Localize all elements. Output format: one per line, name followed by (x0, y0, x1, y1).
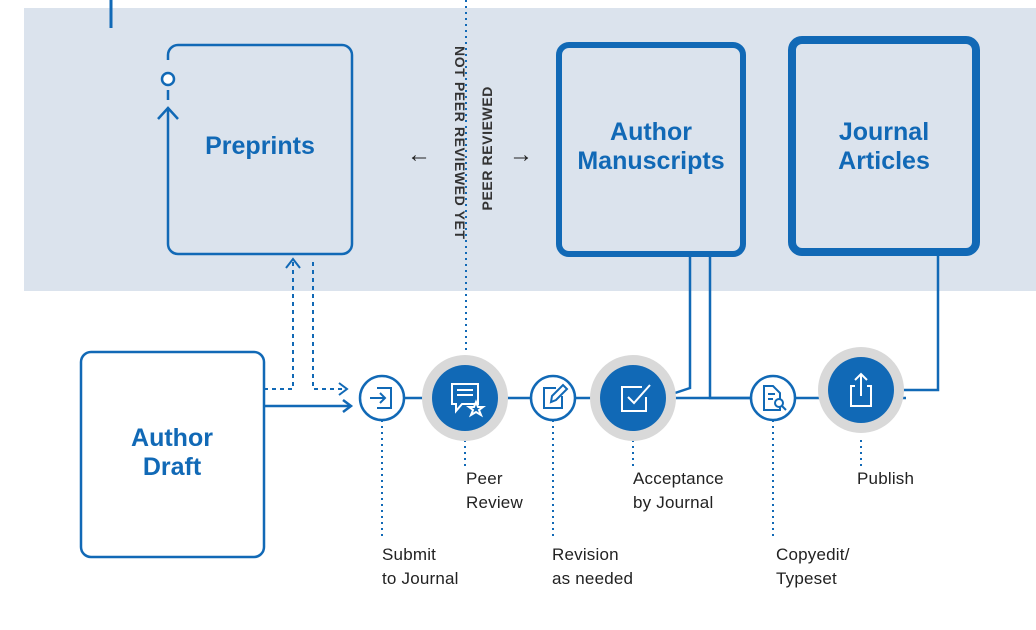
document-search-icon (763, 385, 787, 411)
publish-to-articles-line (898, 252, 940, 392)
publish-caption: Publish (857, 469, 915, 488)
copyedit-step-node (749, 374, 797, 422)
peer-review-caption: Peer Review (466, 469, 523, 512)
author-draft-title: Author Draft (131, 424, 213, 481)
revision-caption: Revision as needed (552, 545, 634, 588)
left-arrow-icon: ← (407, 141, 431, 168)
repository-band (24, 8, 1036, 291)
copyedit-caption: Copyedit/ Typeset (776, 545, 850, 588)
author-draft-box (79, 350, 266, 559)
edit-pencil-icon (543, 383, 569, 409)
peer-reviewed-label: PEER REVIEWED (479, 86, 495, 211)
not-peer-reviewed-label: NOT PEER REVIEWED YET (452, 46, 468, 240)
journal-articles-box (788, 36, 980, 256)
draft-to-preprints-path-1 (264, 262, 294, 390)
manuscripts-to-copyedit-line (708, 254, 752, 400)
acceptance-caption: Acceptance by Journal (633, 469, 724, 512)
preprints-to-submit-path (312, 262, 345, 390)
preprints-node-circle (160, 71, 176, 87)
right-arrow-icon: → (509, 141, 533, 168)
acceptance-step-node (590, 355, 676, 441)
preprints-box (166, 43, 354, 256)
author-manuscripts-title: Author Manuscripts (577, 118, 725, 175)
submit-step-node (358, 374, 406, 422)
review-comment-icon (451, 383, 486, 418)
publish-step-node (818, 347, 904, 433)
author-manuscripts-box (556, 42, 746, 257)
revision-step-node (529, 374, 577, 422)
share-upload-icon (850, 372, 872, 407)
peer-review-step-node (422, 355, 508, 441)
checkbox-icon (621, 384, 651, 412)
preprints-title: Preprints (205, 132, 315, 160)
submit-caption: Submit to Journal (382, 545, 459, 588)
journal-articles-title: Journal Articles (838, 118, 930, 175)
submit-icon (370, 387, 392, 409)
